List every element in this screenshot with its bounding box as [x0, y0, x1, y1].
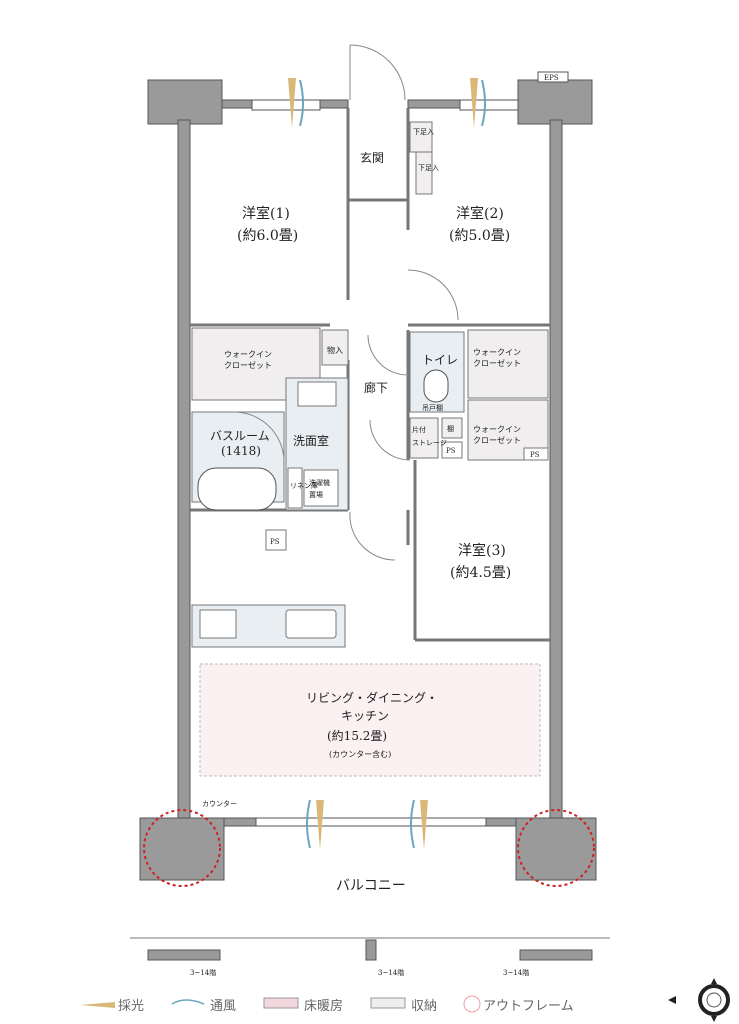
- washer-label2: 置場: [309, 490, 323, 499]
- toilet-label: トイレ: [422, 353, 458, 367]
- room-fills: [191, 121, 549, 777]
- shoe-storage-1: 下足入: [413, 128, 434, 136]
- floor-heating-icon: [263, 997, 299, 1009]
- storage-label: 物入: [327, 345, 343, 355]
- wic-left-label2: クローゼット: [224, 360, 272, 370]
- western1-name: 洋室(1): [242, 205, 290, 222]
- bathroom-size: (1418): [221, 444, 261, 458]
- wic-right1-label2: クローゼット: [473, 358, 521, 368]
- wall-left: [177, 119, 191, 831]
- outframe-icon: [463, 995, 481, 1013]
- legend-storage: 収納: [411, 999, 437, 1014]
- storage-icon: [370, 997, 406, 1009]
- light-icon: [80, 1002, 115, 1008]
- wic-right1-label: ウォークイン: [473, 348, 521, 357]
- light-wind-markers: [288, 78, 486, 850]
- entrance-label: 玄関: [360, 150, 384, 165]
- western3-name: 洋室(3): [458, 542, 506, 559]
- floors-note-1: 3~14階: [190, 968, 216, 977]
- ldk-size: (約15.2畳): [327, 728, 387, 743]
- ps-label-1: PS: [446, 447, 456, 455]
- western2-name: 洋室(2): [456, 205, 504, 222]
- counter-label: カウンター: [202, 799, 237, 808]
- legend-floor-heating: 床暖房: [304, 998, 343, 1014]
- storage-area: [321, 329, 349, 366]
- column-bottom-right: [515, 817, 597, 881]
- floors-note-2: 3~14階: [378, 968, 404, 977]
- tidy-storage-label: 片付: [412, 425, 426, 434]
- floor-heating-area: [199, 663, 541, 777]
- outframe-markers: [143, 809, 595, 887]
- ldk-line1: リビング・ダイニング・: [306, 690, 438, 705]
- wic-right1-area: [467, 329, 549, 399]
- legend: 採光 通風 床暖房 収納 アウトフレーム: [80, 995, 574, 1014]
- washroom-label: 洗面室: [293, 433, 329, 448]
- tidy-storage-label2: ストレージ: [412, 439, 447, 447]
- wic-right2-label2: クローゼット: [473, 435, 521, 445]
- ps-label-2: PS: [530, 451, 540, 459]
- column-top-left: [147, 79, 223, 125]
- washer-label: 洗濯機: [309, 478, 330, 487]
- wic-left-label: ウォークイン: [224, 350, 272, 359]
- compass-icon: [668, 978, 730, 1022]
- ldk-note: (カウンター含む): [329, 749, 391, 759]
- ps-label-3: PS: [270, 538, 280, 546]
- western1-size: (約6.0畳): [237, 228, 298, 244]
- corridor-label: 廊下: [364, 380, 388, 395]
- toilet-bowl: [423, 369, 449, 403]
- bathroom-name: バスルーム: [210, 429, 270, 443]
- hanging-shelf-label: 吊戸棚: [422, 403, 443, 412]
- legend-light: 採光: [118, 999, 144, 1014]
- eps-label: EPS: [544, 74, 559, 82]
- western2-size: (約5.0畳): [449, 228, 510, 244]
- wic-right2-label: ウォークイン: [473, 425, 521, 434]
- linen-label: リネン庫: [290, 481, 318, 490]
- doors: [233, 44, 459, 561]
- legend-wind: 通風: [210, 999, 236, 1014]
- bathtub: [197, 467, 277, 511]
- column-top-right: [517, 79, 593, 125]
- legend-outframe: アウトフレーム: [483, 999, 574, 1014]
- wall-right: [549, 119, 563, 831]
- western3-size: (約4.5畳): [450, 565, 511, 581]
- windows: [251, 99, 519, 827]
- ldk-line2: キッチン: [341, 709, 389, 723]
- shelf-label: 棚: [447, 424, 454, 433]
- floors-note-3: 3~14階: [503, 968, 529, 977]
- wind-icon: [171, 999, 205, 1005]
- structural-walls: [139, 79, 597, 961]
- shoe-storage-2: 下足入: [418, 164, 439, 172]
- balcony-label: バルコニー: [336, 878, 406, 894]
- column-bottom-left: [139, 817, 225, 881]
